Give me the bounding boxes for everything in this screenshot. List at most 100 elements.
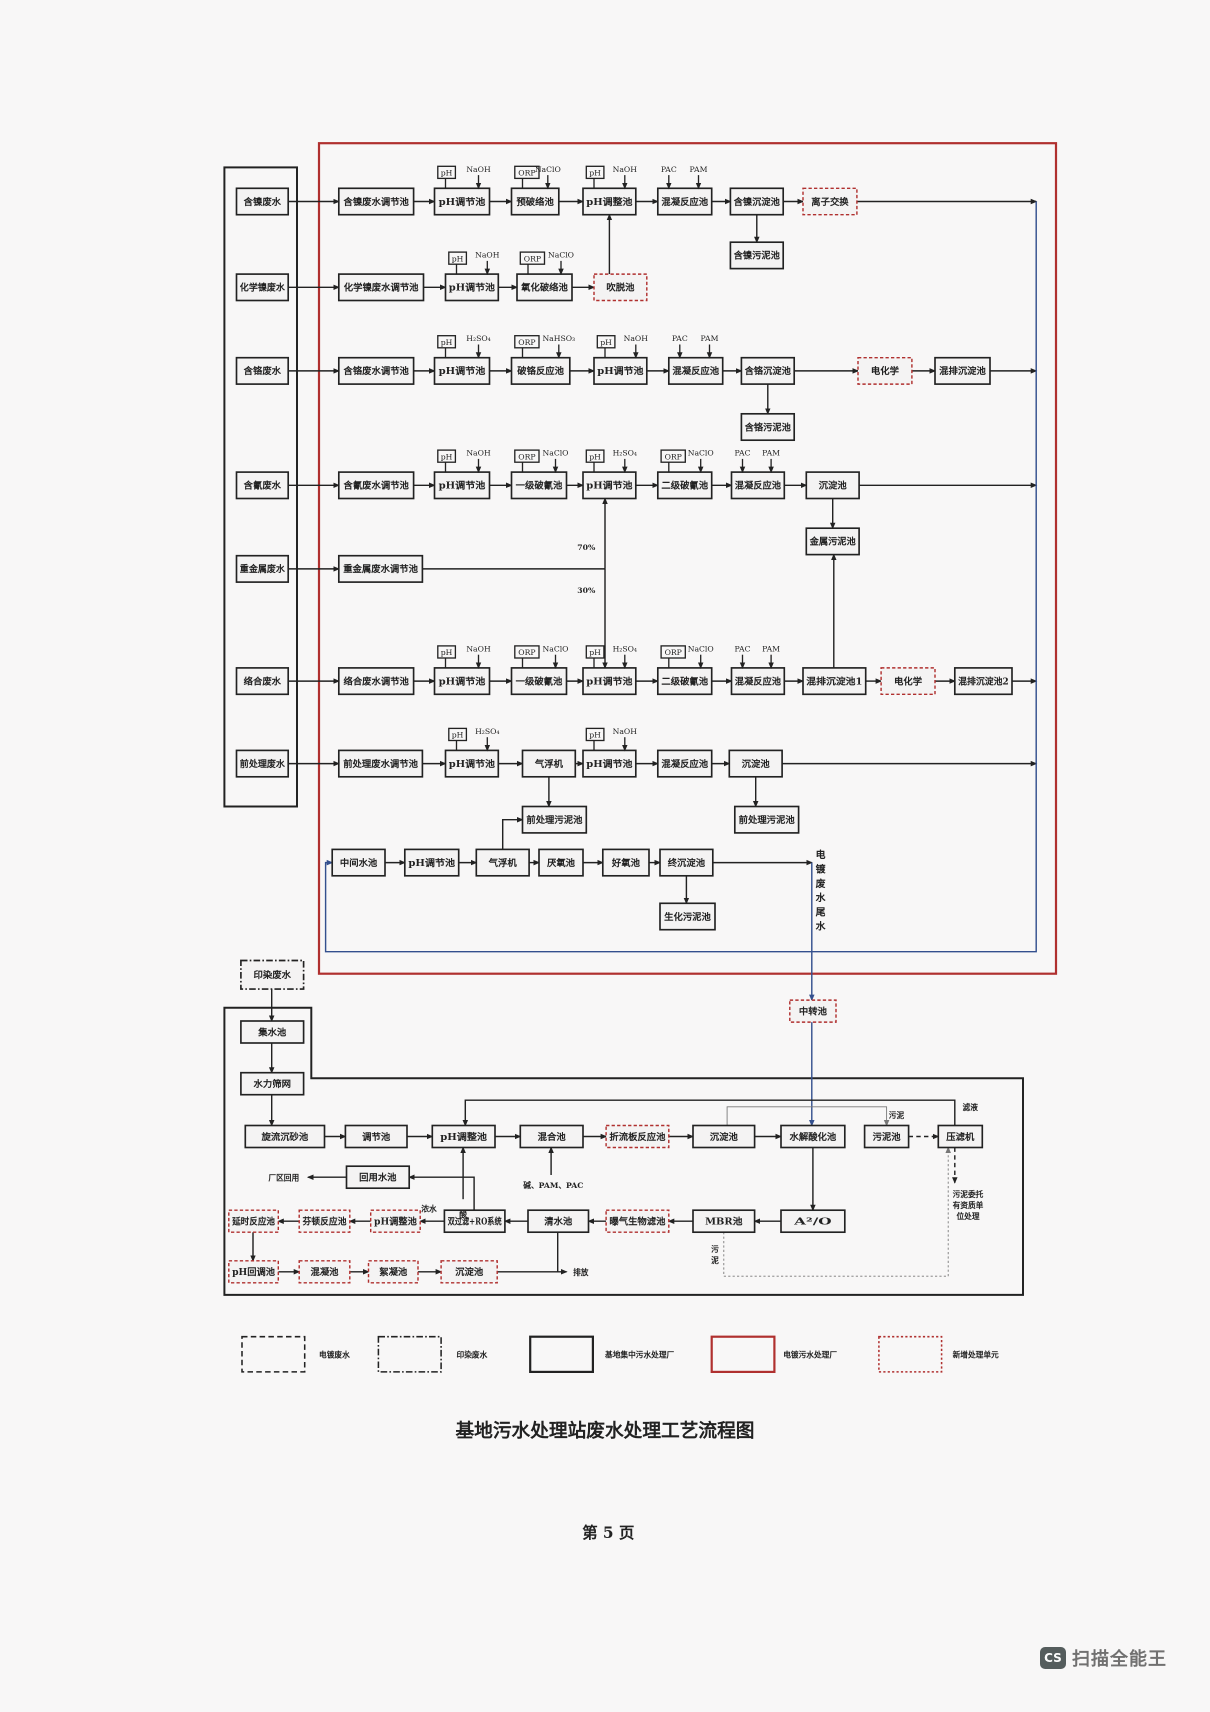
- unit-label: 氧化破络池: [520, 282, 568, 294]
- sensor-box: [448, 727, 468, 742]
- unit-label: 含氰废水: [244, 480, 282, 492]
- unit-box: [656, 187, 713, 216]
- unit-label: 含镍沉淀池: [734, 196, 781, 208]
- sensor-label: pH: [452, 254, 464, 263]
- flow-arrow: [723, 1146, 951, 1277]
- process-unit-n8f: 终沉淀池: [659, 848, 714, 877]
- unit-label: 混排沉淀池1: [806, 675, 862, 687]
- annotation-alkali: 碱、PAM、PAC: [523, 1180, 583, 1190]
- process-unit-c6: 曝气生物滤池: [605, 1209, 670, 1233]
- unit-box: [656, 667, 713, 696]
- unit-box: [733, 805, 800, 834]
- legend-item: 电镀污水处理厂: [710, 1335, 837, 1374]
- unit-box: [298, 1209, 351, 1233]
- unit-box: [605, 1209, 670, 1233]
- sensor-box: [596, 335, 616, 349]
- unit-box: [433, 471, 491, 500]
- unit-box: [880, 667, 936, 696]
- sensor-box: [437, 449, 457, 463]
- sensor-box: [660, 449, 686, 463]
- unit-label: 沉淀池: [710, 1131, 739, 1143]
- chemical-label: NaOH: [466, 644, 491, 653]
- legend-label: 基地集中污水处理厂: [604, 1350, 675, 1360]
- chemical-label: PAC: [661, 165, 677, 174]
- chemical-label: NaOH: [613, 727, 638, 736]
- unit-box: [228, 1260, 280, 1284]
- unit-box: [235, 187, 290, 216]
- legend-label: 电镀污水处理厂: [783, 1350, 837, 1360]
- process-unit-n9: 中转池: [789, 999, 837, 1023]
- process-unit-s5: 重金属废水: [235, 554, 290, 583]
- unit-box: [475, 848, 530, 877]
- unit-label: pH调节池: [408, 857, 455, 869]
- annotation-pct70: 70%: [577, 543, 596, 552]
- process-unit-n8a: 中间水池: [331, 848, 386, 877]
- unit-label: 化学镍废水调节池: [344, 282, 419, 294]
- unit-label: 曝气生物滤池: [609, 1216, 666, 1228]
- unit-label: 一级破氰池: [516, 480, 563, 492]
- central-plant-frame: [223, 1006, 1024, 1296]
- unit-label: pH调节池: [439, 365, 486, 377]
- process-unit-b1: 回用水池: [345, 1165, 411, 1190]
- unit-box: [605, 1124, 670, 1149]
- process-unit-n3s: 含铬污泥池: [740, 412, 796, 442]
- scanner-watermark: CS 扫描全能王: [1040, 1645, 1167, 1671]
- unit-box: [953, 667, 1013, 696]
- process-unit-n8d: 厌氧池: [538, 848, 584, 877]
- unit-label: 清水池: [544, 1216, 573, 1228]
- unit-label: pH调节池: [439, 196, 486, 208]
- unit-label: 芬顿反应池: [302, 1216, 348, 1228]
- sensor-label: pH: [441, 452, 453, 461]
- unit-label: 络合废水调节池: [343, 675, 409, 687]
- unit-box: [802, 187, 858, 216]
- unit-box: [443, 1209, 506, 1234]
- unit-box: [659, 902, 716, 931]
- flow-arrow: [462, 1099, 956, 1127]
- chemical-label: NaClO: [543, 449, 569, 458]
- unit-label: 含氰废水调节池: [343, 480, 409, 492]
- process-unit-n1s: 含镍污泥池: [729, 241, 785, 270]
- unit-box: [582, 187, 637, 216]
- process-unit-c1: 延时反应池: [228, 1209, 280, 1233]
- unit-box: [667, 356, 724, 385]
- unit-label: 气浮机: [488, 857, 518, 869]
- unit-label: 混凝反应池: [661, 196, 708, 208]
- unit-label: 含镍污泥池: [734, 250, 781, 262]
- annotation-concentrate: 浓水: [421, 1203, 437, 1213]
- chemical-label: NaOH: [475, 251, 500, 260]
- unit-box: [582, 749, 637, 778]
- process-unit-n3f: 含铬沉淀池: [740, 356, 796, 385]
- chemical-label: PAC: [735, 644, 751, 653]
- unit-box: [789, 999, 837, 1023]
- watermark-text: 扫描全能王: [1072, 1649, 1167, 1670]
- unit-label: 混凝反应池: [735, 675, 782, 687]
- unit-box: [516, 273, 573, 302]
- unit-label: 前处理废水调节池: [343, 758, 418, 770]
- unit-label: 集水池: [257, 1026, 287, 1038]
- unit-box: [527, 1209, 590, 1234]
- unit-label: 终沉淀池: [668, 857, 706, 869]
- process-unit-c7: MBR池: [692, 1209, 756, 1234]
- unit-label: 一级破氰池: [516, 675, 563, 687]
- legend-item: 电镀废水: [241, 1335, 350, 1373]
- unit-box: [934, 356, 991, 385]
- unit-label: 前处理污泥池: [739, 814, 796, 826]
- unit-label: 生化污泥池: [664, 911, 711, 923]
- unit-box: [444, 273, 500, 302]
- sensor-box: [585, 165, 605, 180]
- chemical-label: NaClO: [535, 165, 561, 174]
- sensor-label: pH: [452, 731, 464, 740]
- flow-arrow: [408, 1174, 475, 1211]
- process-unit-n1a: 含镍废水调节池: [337, 187, 415, 216]
- unit-box: [863, 1124, 910, 1149]
- unit-label: 含铬污泥池: [745, 421, 792, 433]
- sensor-label: ORP: [524, 254, 541, 263]
- process-unit-s1: 含镍废水: [235, 187, 290, 216]
